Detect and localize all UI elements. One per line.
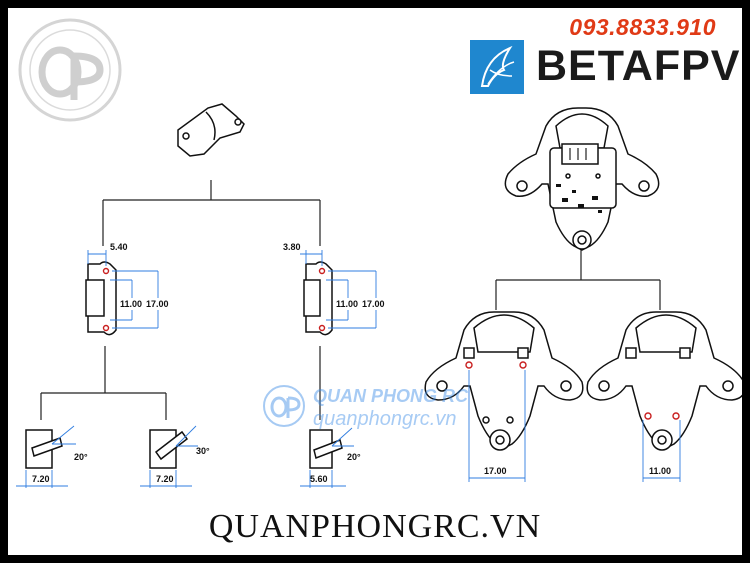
mount-a-width-dim: 5.40 [110,242,128,252]
frame-variant-a: 17.00 [424,311,584,482]
phone-number: 093.8833.910 [569,14,716,40]
mount-b-width-dim: 3.80 [283,242,301,252]
top-mount-part [177,103,245,157]
drawing-sheet: 5.40 11.00 17.00 3.80 11.00 17.00 [8,8,742,555]
mount-a-outer-dim: 17.00 [146,299,169,309]
side-view-2: 30° 7.20 [140,425,210,488]
frame-b-width-dim: 11.00 [649,466,671,476]
side-view-3-width: 5.60 [310,474,328,484]
frame-assembly-top [504,107,660,251]
side-view-2-angle: 30° [196,446,210,456]
side-view-1-width: 7.20 [32,474,50,484]
brand-name: BETAFPV [536,42,741,90]
frame-a-width-dim: 17.00 [484,466,507,476]
watermark-url: quanphongrc.vn [313,408,457,430]
mount-a-inner-dim: 11.00 [120,299,142,309]
mount-b-outer-dim: 17.00 [362,299,385,309]
side-view-1-angle: 20° [74,452,88,462]
side-view-1: 20° 7.20 [16,425,88,488]
side-view-2-width: 7.20 [156,474,174,484]
betafpv-logo-icon [470,40,524,94]
left-tree-lines [40,180,321,420]
betafpv-logo-glyph [480,45,515,87]
side-view-3-angle: 20° [347,452,361,462]
watermark-name: QUAN PHONG RC [313,386,469,406]
mount-a: 5.40 11.00 17.00 [85,242,169,336]
frame-variant-b: 11.00 [586,311,742,482]
mount-b: 3.80 11.00 17.00 [283,242,385,336]
side-view-3: 20° 5.60 [300,427,361,488]
right-tree-lines [495,250,661,310]
watermark-logo [263,385,305,427]
technical-drawing: 5.40 11.00 17.00 3.80 11.00 17.00 [16,18,742,488]
quan-phong-logo [18,18,122,122]
mount-b-inner-dim: 11.00 [336,299,358,309]
footer-site: QUANPHONGRC.VN [208,508,542,545]
